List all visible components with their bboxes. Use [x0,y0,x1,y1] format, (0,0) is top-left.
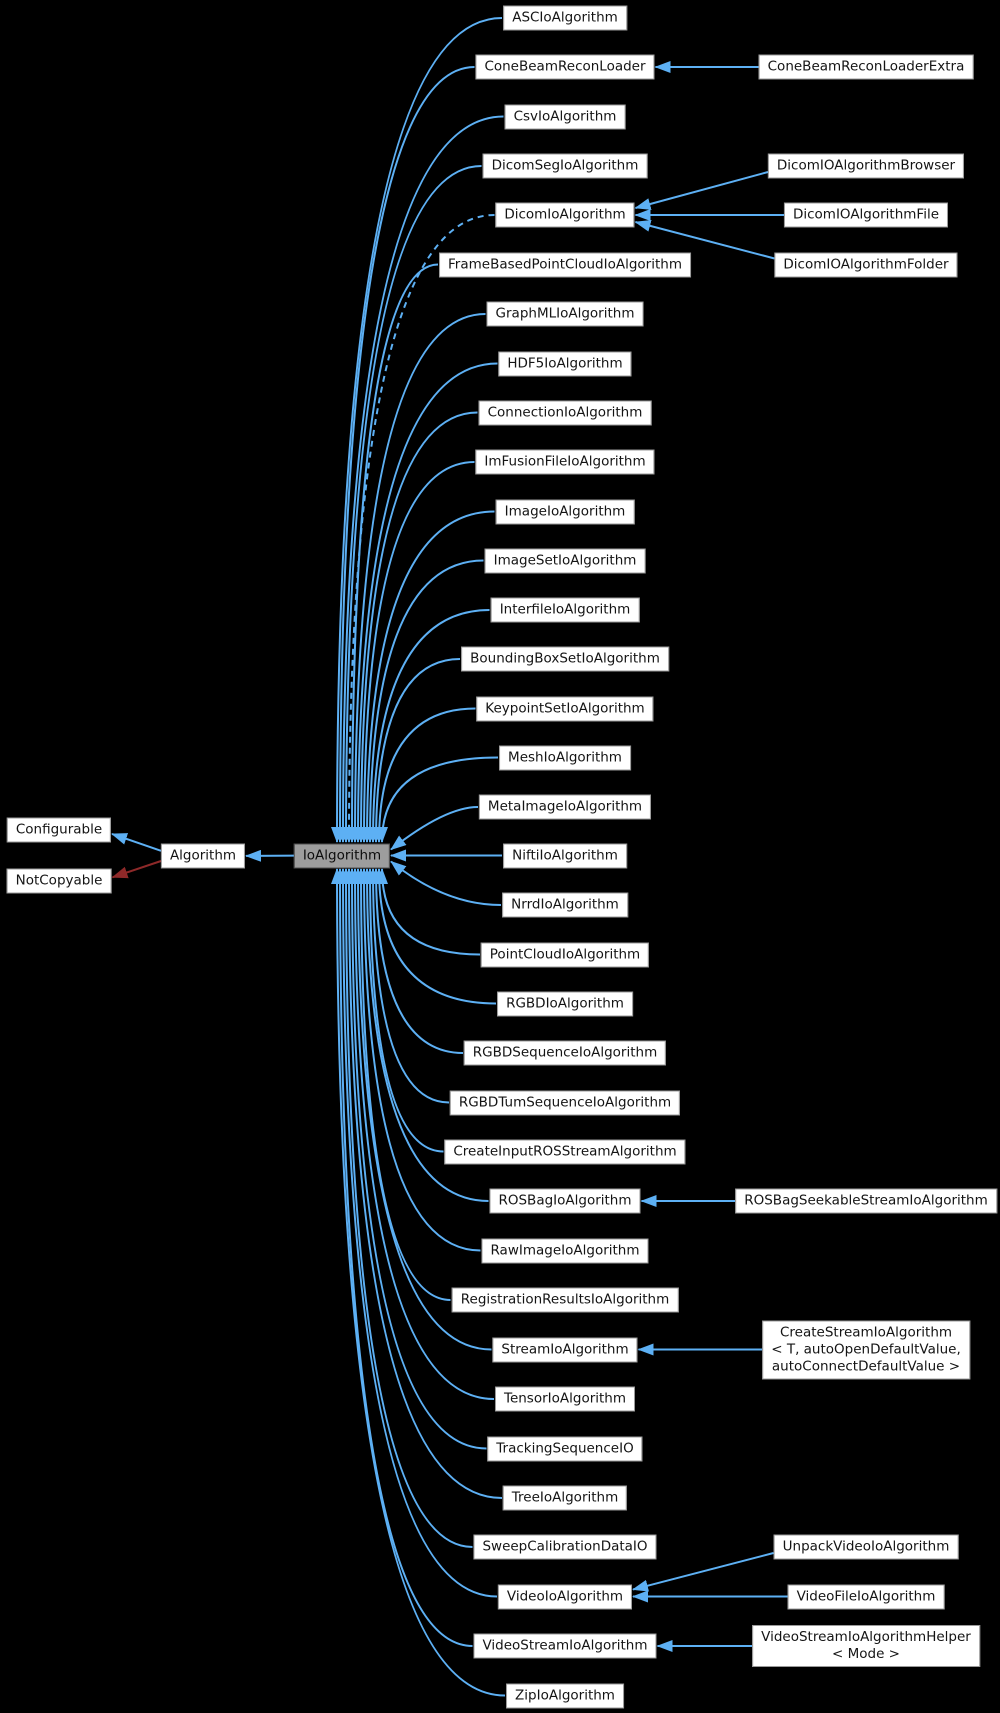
class-node-GraphMLIoAlgorithm[interactable]: GraphMLIoAlgorithm [486,301,644,327]
class-node-KeypointSetIoAlgorithm[interactable]: KeypointSetIoAlgorithm [476,696,654,721]
class-node-NrrdIoAlgorithm[interactable]: NrrdIoAlgorithm [502,892,628,918]
class-node-TrackingSequenceIO[interactable]: TrackingSequenceIO [487,1436,643,1461]
class-node-ROSBagIoAlgorithm[interactable]: ROSBagIoAlgorithm [489,1188,641,1214]
class-node-CreateStreamIoAlgorithm[interactable]: CreateStreamIoAlgorithm < T, autoOpenDef… [762,1320,970,1379]
class-node-RGBDTumSequenceIoAlgorithm[interactable]: RGBDTumSequenceIoAlgorithm [449,1090,681,1115]
class-node-ImFusionFileIoAlgorithm[interactable]: ImFusionFileIoAlgorithm [475,449,655,475]
class-node-Algorithm[interactable]: Algorithm [160,843,246,869]
class-node-ConeBeamReconLoader[interactable]: ConeBeamReconLoader [475,54,655,80]
class-node-VideoFileIoAlgorithm[interactable]: VideoFileIoAlgorithm [787,1584,945,1609]
class-node-ZipIoAlgorithm[interactable]: ZipIoAlgorithm [506,1683,624,1708]
class-node-DicomSegIoAlgorithm[interactable]: DicomSegIoAlgorithm [482,153,648,179]
class-node-VideoStreamIoAlgorithmHelper[interactable]: VideoStreamIoAlgorithmHelper < Mode > [752,1625,980,1667]
class-node-IoAlgorithm: IoAlgorithm [293,843,391,868]
class-node-RawImageIoAlgorithm[interactable]: RawImageIoAlgorithm [481,1238,649,1263]
class-node-VideoStreamIoAlgorithm[interactable]: VideoStreamIoAlgorithm [473,1633,657,1659]
class-node-DicomIOAlgorithmFile[interactable]: DicomIOAlgorithmFile [783,202,949,228]
class-node-BoundingBoxSetIoAlgorithm[interactable]: BoundingBoxSetIoAlgorithm [461,646,669,672]
class-node-VideoIoAlgorithm[interactable]: VideoIoAlgorithm [497,1584,633,1609]
class-node-CsvIoAlgorithm[interactable]: CsvIoAlgorithm [504,104,626,129]
class-node-TreeIoAlgorithm[interactable]: TreeIoAlgorithm [502,1485,628,1511]
class-node-MetaImageIoAlgorithm[interactable]: MetaImageIoAlgorithm [478,794,652,820]
class-node-RegistrationResultsIoAlgorithm[interactable]: RegistrationResultsIoAlgorithm [451,1287,679,1313]
class-node-ASCIoAlgorithm[interactable]: ASCIoAlgorithm [503,5,627,31]
class-node-SweepCalibrationDataIO[interactable]: SweepCalibrationDataIO [473,1534,657,1560]
class-node-ConeBeamReconLoaderExtra[interactable]: ConeBeamReconLoaderExtra [758,54,974,80]
class-node-ROSBagSeekableStreamIoAlgorithm[interactable]: ROSBagSeekableStreamIoAlgorithm [735,1188,997,1214]
class-node-ImageSetIoAlgorithm[interactable]: ImageSetIoAlgorithm [484,548,646,573]
class-node-StreamIoAlgorithm[interactable]: StreamIoAlgorithm [492,1337,638,1362]
class-node-HDF5IoAlgorithm[interactable]: HDF5IoAlgorithm [498,351,632,376]
class-node-RGBDIoAlgorithm[interactable]: RGBDIoAlgorithm [497,991,633,1016]
class-node-DicomIoAlgorithm[interactable]: DicomIoAlgorithm [495,202,635,228]
class-node-NotCopyable[interactable]: NotCopyable [6,868,112,894]
class-node-DicomIOAlgorithmFolder[interactable]: DicomIOAlgorithmFolder [774,252,958,277]
class-node-DicomIOAlgorithmBrowser[interactable]: DicomIOAlgorithmBrowser [767,153,965,179]
class-node-UnpackVideoIoAlgorithm[interactable]: UnpackVideoIoAlgorithm [773,1534,959,1560]
class-node-TensorIoAlgorithm[interactable]: TensorIoAlgorithm [494,1386,636,1412]
class-node-CreateInputROSStreamAlgorithm[interactable]: CreateInputROSStreamAlgorithm [444,1139,686,1164]
class-node-Configurable[interactable]: Configurable [6,817,112,843]
class-node-PointCloudIoAlgorithm[interactable]: PointCloudIoAlgorithm [480,942,650,967]
class-node-MeshIoAlgorithm[interactable]: MeshIoAlgorithm [499,745,631,770]
class-node-InterfileIoAlgorithm[interactable]: InterfileIoAlgorithm [490,597,640,623]
class-node-RGBDSequenceIoAlgorithm[interactable]: RGBDSequenceIoAlgorithm [463,1040,667,1066]
class-node-ImageIoAlgorithm[interactable]: ImageIoAlgorithm [495,499,635,524]
class-node-NiftiIoAlgorithm[interactable]: NiftiIoAlgorithm [503,843,627,868]
class-node-FrameBasedPointCloudIoAlgorithm[interactable]: FrameBasedPointCloudIoAlgorithm [439,252,691,277]
class-node-ConnectionIoAlgorithm[interactable]: ConnectionIoAlgorithm [478,400,652,425]
